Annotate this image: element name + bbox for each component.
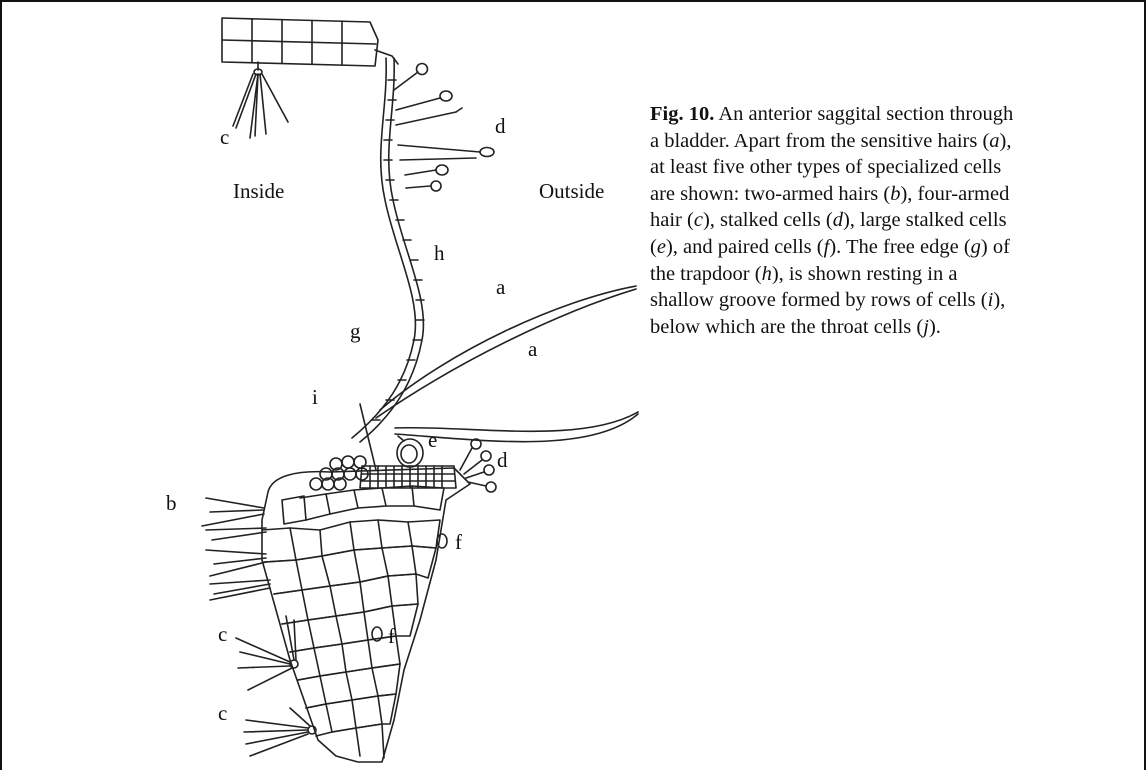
large-stalked-cell (397, 436, 423, 467)
caption-italic-letter: b (890, 183, 900, 205)
label-a-lower: a (528, 337, 538, 361)
outside-label: Outside (539, 179, 604, 203)
caption-text: An anterior saggital section through a b… (650, 103, 1013, 338)
label-i: i (312, 385, 318, 409)
caption-italic-letter: a (989, 130, 999, 152)
figure-number: Fig. 10. (650, 103, 714, 125)
caption-italic-letter: g (971, 236, 981, 258)
caption-italic-letter: e (657, 236, 666, 258)
label-b: b (166, 491, 177, 515)
label-a-upper: a (496, 275, 506, 299)
label-c-bottom: c (218, 701, 227, 725)
label-c-middle: c (218, 622, 227, 646)
two-armed-hairs (202, 498, 270, 600)
caption-segment: ), stalked cells ( (703, 209, 833, 231)
stalked-cells-upper (394, 64, 494, 192)
groove-cells (310, 456, 456, 490)
label-d-top: d (495, 114, 506, 138)
caption-italic-letter: d (833, 209, 843, 231)
label-e: e (428, 428, 437, 452)
throat-cells (262, 468, 470, 762)
caption-segment: ), and paired cells ( (666, 236, 824, 258)
free-edge-leader (360, 404, 376, 470)
label-d-lower: d (497, 448, 508, 472)
four-armed-hair-top (233, 62, 288, 138)
inside-label: Inside (233, 179, 284, 203)
label-c-top: c (220, 125, 229, 149)
label-f-lower: f (388, 624, 395, 648)
caption-italic-letter: h (762, 263, 772, 285)
upper-cell-block (222, 18, 398, 66)
figure-caption: Fig. 10. An anterior saggital section th… (650, 101, 1020, 340)
caption-italic-letter: c (694, 209, 703, 231)
label-f-upper: f (455, 530, 462, 554)
caption-segment: ). (929, 316, 941, 338)
four-armed-hairs-lower (236, 616, 316, 756)
label-g: g (350, 319, 361, 343)
stalked-cells-lower (460, 439, 496, 492)
label-h: h (434, 241, 445, 265)
caption-segment: ). The free edge ( (829, 236, 970, 258)
